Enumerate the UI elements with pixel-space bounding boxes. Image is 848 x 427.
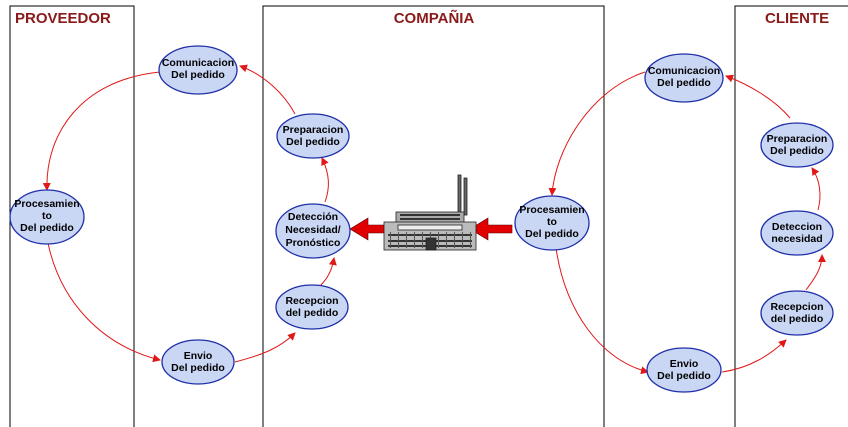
node-cliente-deteccion: Deteccion necesidad — [760, 210, 834, 256]
header-proveedor: PROVEEDOR — [15, 10, 111, 27]
svg-text:to: to — [42, 210, 52, 222]
arrow-k-comunicacion-to-procesamiento — [548, 71, 646, 196]
svg-text:Procesamien: Procesamien — [14, 198, 79, 210]
svg-text:necesidad: necesidad — [771, 233, 822, 245]
arrow-recepcion-to-deteccion — [319, 257, 337, 287]
svg-text:Del pedido: Del pedido — [20, 222, 74, 234]
big-arrow-right-icon — [469, 217, 513, 241]
svg-text:Del pedido: Del pedido — [770, 145, 824, 157]
node-compania-deteccion: Detección Necesidad/ Pronóstico — [275, 203, 351, 259]
svg-text:Deteccion: Deteccion — [772, 221, 822, 233]
node-cliente-comunicacion: Comunicacion Del pedido — [644, 53, 724, 103]
arrow-procesamiento-to-envio — [47, 242, 161, 363]
node-proveedor-procesamiento: Procesamien to Del pedido — [9, 189, 85, 245]
svg-text:Del pedido: Del pedido — [657, 77, 711, 89]
node-compania-recepcion: Recepcion del pedido — [275, 284, 349, 330]
node-cliente-procesamiento: Procesamien to Del pedido — [514, 195, 590, 251]
svg-text:Procesamien: Procesamien — [519, 204, 584, 216]
lane-compania — [262, 5, 605, 427]
arrow-preparacion-to-comunicacion — [239, 64, 296, 115]
node-proveedor-envio: Envio Del pedido — [161, 339, 235, 385]
svg-text:Preparacion: Preparacion — [767, 133, 828, 145]
svg-text:Detección: Detección — [288, 211, 338, 223]
arrow-deteccion-to-preparacion — [321, 157, 329, 203]
lane-cliente — [734, 5, 848, 427]
arrow-k-deteccion-to-preparacion — [811, 167, 821, 211]
svg-text:Pronóstico: Pronóstico — [286, 237, 341, 249]
arrow-comunicacion-to-procesamiento — [42, 71, 161, 191]
svg-text:Del pedido: Del pedido — [525, 228, 579, 240]
svg-text:del pedido: del pedido — [771, 313, 824, 325]
header-cliente: CLIENTE — [765, 10, 829, 27]
svg-text:Envio: Envio — [184, 350, 213, 362]
header-compania: COMPAÑIA — [394, 9, 475, 27]
arrow-k-recepcion-to-deteccion — [805, 254, 826, 291]
svg-text:Necesidad/: Necesidad/ — [285, 224, 341, 236]
node-cliente-preparacion: Preparacion Del pedido — [760, 122, 834, 168]
arrow-k-preparacion-to-comunicacion — [725, 74, 791, 119]
node-compania-preparacion: Preparacion Del pedido — [276, 113, 350, 159]
svg-text:Recepcion: Recepcion — [770, 301, 823, 313]
svg-text:Del pedido: Del pedido — [171, 69, 225, 81]
svg-text:Preparacion: Preparacion — [283, 124, 344, 136]
svg-text:Comunicacion: Comunicacion — [648, 65, 720, 77]
node-cliente-recepcion: Recepcion del pedido — [760, 290, 834, 336]
svg-text:to: to — [547, 216, 557, 228]
arrow-k-envio-to-recepcion — [721, 339, 787, 373]
node-proveedor-comunicacion: Comunicacion Del pedido — [158, 45, 238, 95]
svg-text:Del pedido: Del pedido — [171, 362, 225, 374]
factory-icon — [383, 174, 477, 251]
arrow-k-procesamiento-to-envio — [555, 247, 649, 375]
svg-text:Envio: Envio — [670, 358, 699, 370]
arrow-envio-to-recepcion — [234, 332, 296, 363]
svg-text:Del pedido: Del pedido — [286, 136, 340, 148]
svg-text:Recepcion: Recepcion — [285, 295, 338, 307]
node-cliente-envio: Envio Del pedido — [646, 347, 722, 393]
svg-text:Comunicacion: Comunicacion — [162, 57, 234, 69]
svg-text:del pedido: del pedido — [286, 307, 339, 319]
svg-text:Del pedido: Del pedido — [657, 370, 711, 382]
